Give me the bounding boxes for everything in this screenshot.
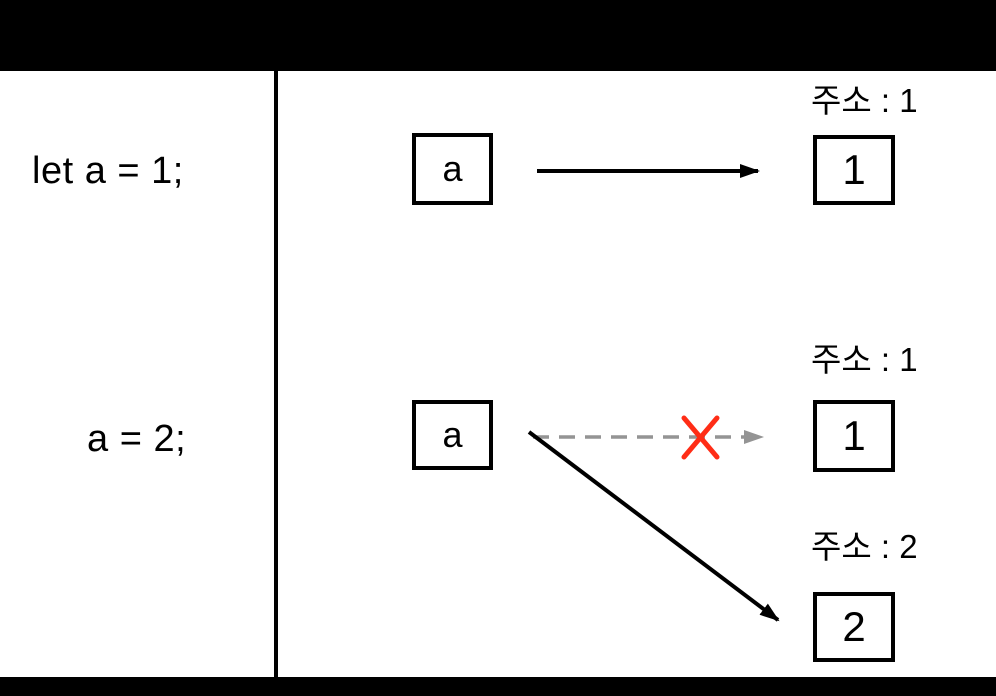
value-box-step1: 1: [813, 135, 895, 205]
code-line-a-2: a = 2;: [87, 418, 187, 460]
value-box-new-step2: 2: [813, 592, 895, 662]
x-mark-stroke-2: [681, 415, 720, 460]
bottom-letterbox-bar: [0, 677, 996, 696]
x-mark-stroke-1: [681, 415, 720, 460]
variable-box-step2: a: [412, 400, 493, 470]
address-label-step1: 주소 : 1: [811, 82, 918, 119]
top-letterbox-bar: [0, 0, 996, 71]
variable-label-step1: a: [442, 148, 463, 189]
variable-label-step2: a: [442, 414, 463, 455]
new-reference-arrow-step2: [527, 430, 780, 622]
value-label-new-step2: 2: [842, 603, 866, 650]
value-label-step1: 1: [842, 146, 866, 193]
value-label-old-step2: 1: [842, 412, 866, 459]
code-line-let-a-1: let a = 1;: [32, 150, 184, 192]
value-box-old-step2: 1: [813, 400, 895, 472]
variable-box-step1: a: [412, 133, 493, 205]
panel-divider-line: [274, 71, 278, 677]
x-mark-icon: [681, 415, 720, 460]
address-label-new-step2: 주소 : 2: [811, 528, 918, 565]
address-label-old-step2: 주소 : 1: [811, 341, 918, 378]
